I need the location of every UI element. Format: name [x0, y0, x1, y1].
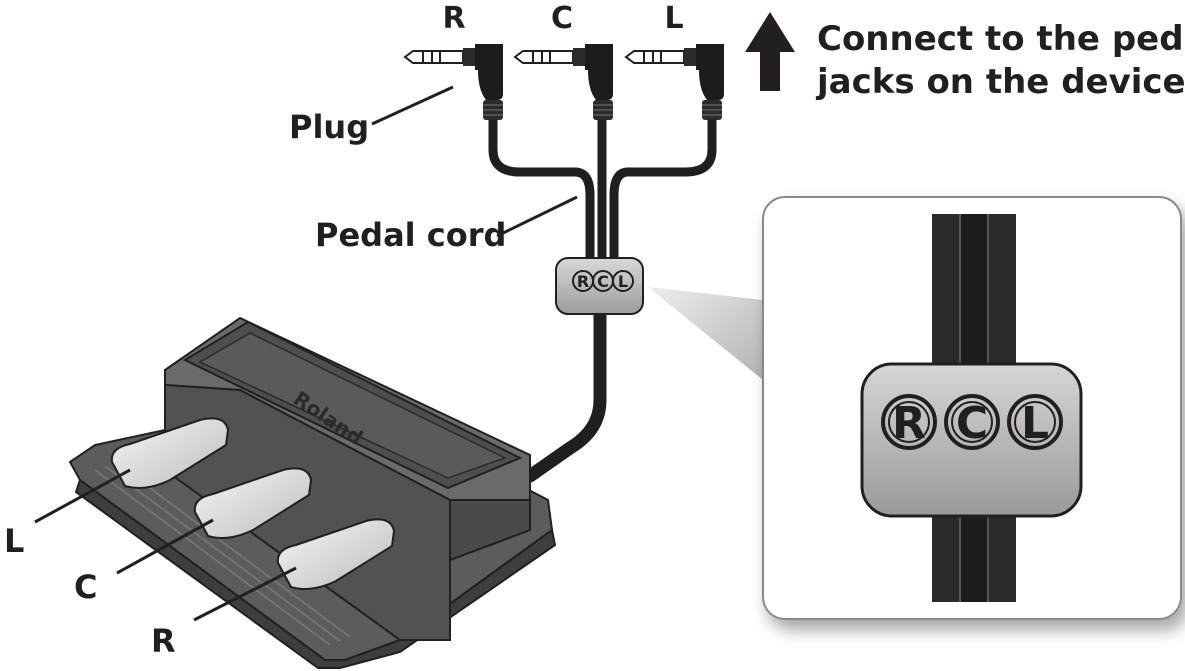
plug-l	[624, 44, 724, 120]
pedal-key-r	[276, 518, 396, 590]
pedal-r-leader-line	[193, 566, 297, 622]
connect-text-line1: Connect to the pedal	[817, 19, 1185, 59]
callout-cord-clip	[860, 362, 1083, 518]
callout-letter-c: C	[956, 398, 988, 449]
pedal-letter-r: R	[151, 622, 176, 660]
pedal-cord	[488, 113, 717, 483]
pedal-unit: Roland	[68, 316, 557, 669]
callout-pointer	[648, 287, 763, 380]
pedal-key-c	[193, 467, 313, 539]
main-cord	[523, 293, 607, 483]
pedal-letter-l: L	[4, 522, 24, 560]
plug-label: Plug	[289, 108, 369, 146]
callout-box: R C L	[648, 196, 1182, 620]
clip-letter-c: C	[597, 272, 609, 291]
plug-letter-r: R	[442, 1, 465, 36]
plug-leader-line	[371, 85, 454, 126]
cord-l	[609, 113, 717, 275]
callout-letter-l: L	[1021, 398, 1049, 449]
callout-clip-letters: R C L	[881, 394, 1063, 450]
clip-letter-l: L	[618, 272, 628, 291]
connect-text-line2: jacks on the device	[815, 62, 1185, 102]
pedal-cord-leader-line	[496, 195, 578, 238]
pedal-letter-c: C	[74, 568, 97, 606]
plug-r	[403, 44, 503, 120]
plug-letter-c: C	[551, 1, 573, 36]
pedal-key-l	[110, 417, 230, 489]
plug-letter-l: L	[664, 1, 683, 36]
pedal-c-leader-line	[116, 518, 214, 575]
pedal-cord-label: Pedal cord	[315, 216, 506, 254]
clip-letter-r: R	[577, 272, 589, 291]
callout-letter-r: R	[892, 398, 926, 449]
cord-clip: R C L	[555, 257, 644, 315]
plug-c	[513, 44, 613, 120]
pedal-l-leader-line	[34, 468, 131, 524]
cord-r	[488, 113, 595, 275]
up-arrow-icon	[745, 12, 795, 91]
